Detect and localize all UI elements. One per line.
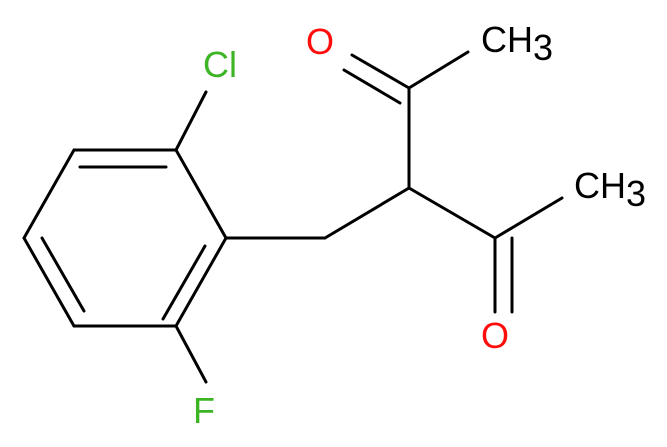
methyl-top-main: CH: [481, 19, 533, 60]
ring-bond-2: [174, 236, 228, 328]
double-bond-c-o-top-b: [342, 68, 402, 105]
fluorine-label: F: [193, 390, 215, 431]
ring-inner-bond-3: [40, 236, 86, 313]
bond-to-cl: [174, 90, 208, 152]
bond-c-ch3-top: [407, 50, 470, 90]
ring-bond-4: [22, 236, 76, 328]
bond-to-f: [174, 324, 208, 384]
ring-bond-5: [22, 148, 76, 240]
double-bond-c-o-top-a: [350, 53, 411, 90]
bond-ch2-ch: [323, 186, 411, 240]
bond-ch-c-bottom: [407, 186, 497, 240]
chlorine-label: Cl: [203, 44, 237, 85]
methyl-right-main: CH: [574, 165, 626, 206]
methyl-right-subscript: 3: [626, 173, 646, 214]
methyl-top-label: CH3: [481, 19, 553, 68]
ring-inner-bond-2: [161, 244, 207, 321]
methyl-right-label: CH3: [574, 165, 646, 214]
oxygen-bottom-label: O: [481, 315, 509, 356]
methyl-top-subscript: 3: [533, 27, 553, 68]
oxygen-top-label: O: [306, 21, 334, 62]
ring-bond-1: [174, 148, 228, 240]
bond-c-ch3-right: [493, 196, 564, 240]
